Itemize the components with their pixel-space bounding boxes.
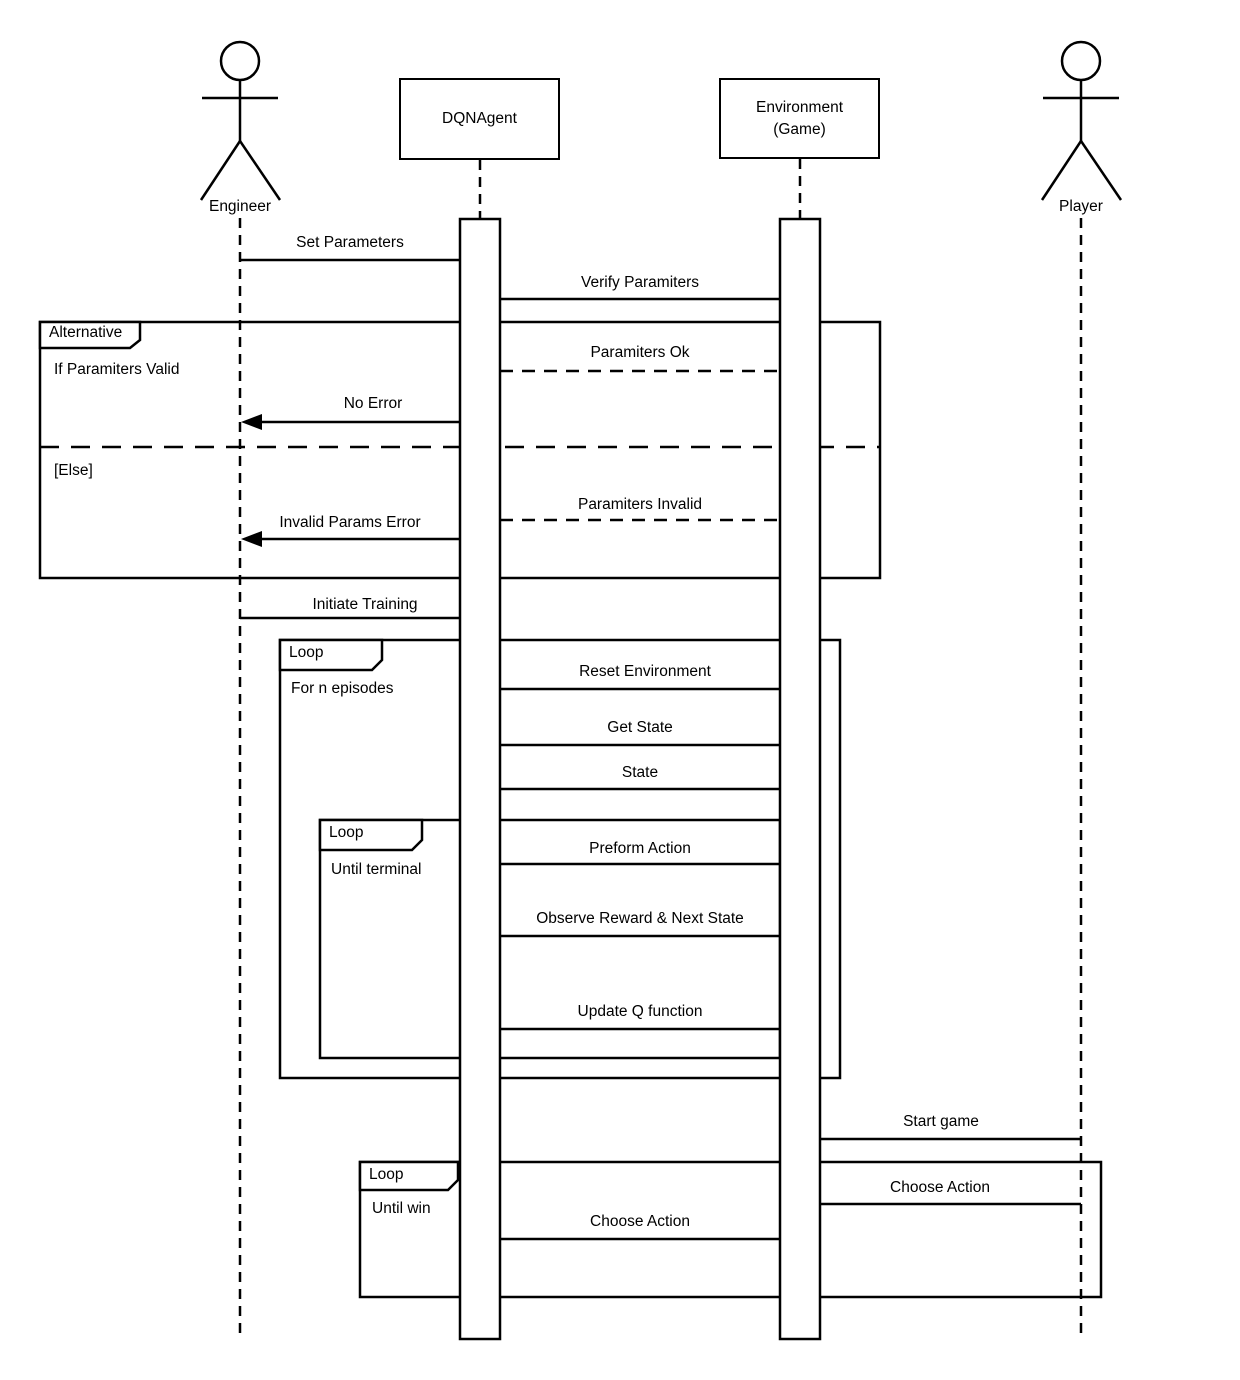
no-error-label: No Error <box>343 395 403 412</box>
loop-win-tab-label: Loop <box>369 1166 404 1183</box>
alternative-frame-tab <box>38 320 142 350</box>
alternative-guard-if: If Paramiters Valid <box>54 361 180 378</box>
loop-terminal-frame <box>318 818 782 1060</box>
loop-win-frame-tab <box>358 1160 460 1192</box>
paramiters-invalid-label: Paramiters Invalid <box>577 496 703 513</box>
loop-episodes-guard: For n episodes <box>291 680 394 697</box>
get-state-label: Get State <box>607 719 673 736</box>
update-q-function-label: Update Q function <box>577 1003 703 1020</box>
no-error-arrowhead <box>241 414 262 430</box>
loop-terminal-frame-tab <box>318 818 424 852</box>
start-game-label: Start game <box>903 1113 979 1130</box>
loop-episodes-frame <box>278 638 842 1080</box>
initiate-training-label: Initiate Training <box>312 596 418 613</box>
state-label: State <box>621 764 659 781</box>
engineer-leg-left-icon <box>199 140 242 201</box>
paramiters-ok-label: Paramiters Ok <box>590 344 690 361</box>
set-parameters-label: Set Parameters <box>296 234 404 251</box>
preform-action-label: Preform Action <box>589 840 691 857</box>
environment-box: Environment (Game) <box>719 78 880 159</box>
player-head-icon <box>1060 40 1102 82</box>
observe-reward-label: Observe Reward & Next State <box>536 910 744 927</box>
dqnagent-box: DQNAgent <box>399 78 560 160</box>
alternative-tab-label: Alternative <box>49 324 123 341</box>
environment-label-line1: Environment <box>755 98 843 116</box>
invalid-params-error-label: Invalid Params Error <box>279 514 421 531</box>
choose-action-agent-label: Choose Action <box>590 1213 690 1230</box>
environment-activation-bar <box>778 217 822 1341</box>
invalid-params-error-arrowhead <box>241 531 262 547</box>
choose-action-player-label: Choose Action <box>890 1179 990 1196</box>
loop-episodes-frame-tab <box>278 638 384 672</box>
alternative-guard-else: [Else] <box>54 462 93 479</box>
environment-label-line2: (Game) <box>773 120 826 138</box>
loop-episodes-tab-label: Loop <box>289 644 324 661</box>
engineer-label: Engineer <box>208 198 272 215</box>
loop-win-guard: Until win <box>372 1200 431 1217</box>
loop-win-frame <box>358 1160 1103 1299</box>
player-actor-icon <box>1040 40 1123 201</box>
player-leg-right-icon <box>1079 140 1123 201</box>
loop-terminal-guard: Until terminal <box>331 861 422 878</box>
dqnagent-label: DQNAgent <box>442 110 517 127</box>
loop-terminal-tab-label: Loop <box>329 824 364 841</box>
dqnagent-activation-bar <box>458 217 502 1341</box>
engineer-head-icon <box>219 40 261 82</box>
player-leg-left-icon <box>1040 140 1083 201</box>
engineer-leg-right-icon <box>238 140 282 201</box>
player-label: Player <box>1059 198 1103 215</box>
reset-environment-label: Reset Environment <box>579 663 711 680</box>
verify-paramiters-label: Verify Paramiters <box>580 274 700 291</box>
engineer-actor-icon <box>199 40 282 201</box>
